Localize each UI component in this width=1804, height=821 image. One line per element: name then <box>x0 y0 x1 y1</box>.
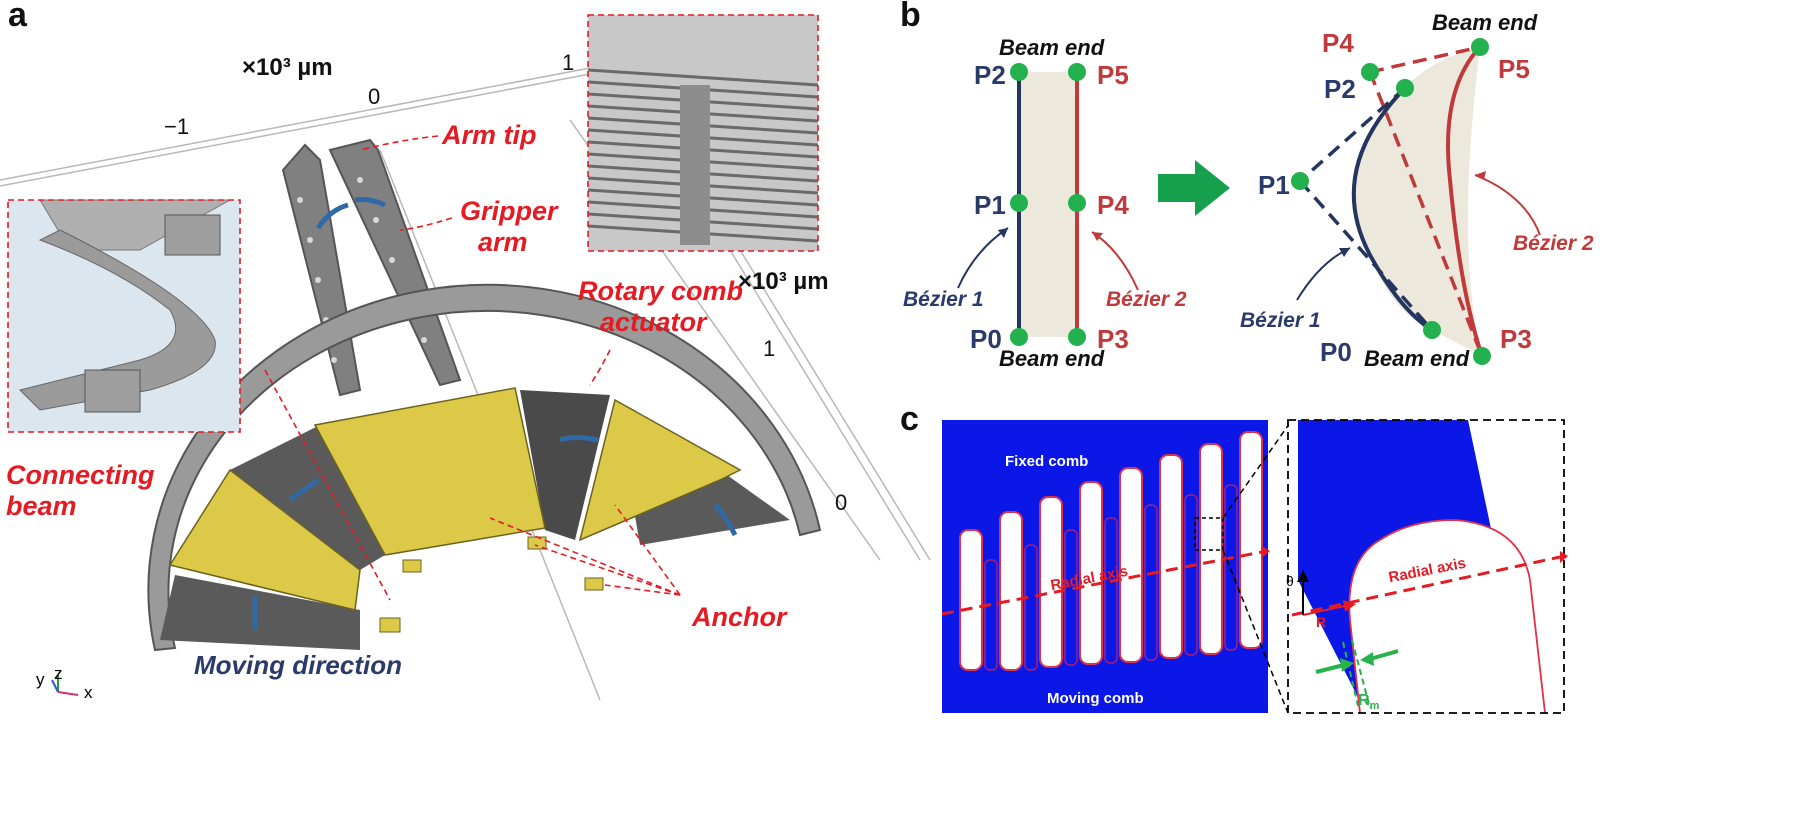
moving-arrows <box>252 197 738 630</box>
c-fixed-comb-label: Fixed comb <box>1005 453 1089 470</box>
c-rm-label: Rm <box>1358 692 1379 712</box>
b-right-p1: P1 <box>1258 170 1290 200</box>
coordinate-triad <box>51 675 79 696</box>
b-right-bezier1: Bézier 1 <box>1240 309 1321 332</box>
triad-z-label: z <box>54 664 63 683</box>
b-right-p3: P3 <box>1500 324 1532 354</box>
label-gripper: Gripper <box>460 196 558 226</box>
b-left-bezier1: Bézier 1 <box>903 288 984 311</box>
label-connecting-beam: Connecting beam <box>6 460 155 522</box>
b-left-p1: P1 <box>974 190 1006 220</box>
annotation-leaders <box>264 135 681 601</box>
label-gripper-arm: Gripper arm <box>460 196 558 258</box>
b-left-top-beam-end: Beam end <box>999 35 1105 60</box>
b-left-bezier2: Bézier 2 <box>1106 288 1187 311</box>
label-actuator: actuator <box>600 307 707 338</box>
label-arm: arm <box>478 227 528 258</box>
axis-x-tick-neg1: −1 <box>164 114 190 139</box>
b-left-p4: P4 <box>1097 190 1129 220</box>
axis-y-tick-1: 1 <box>763 336 776 361</box>
b-right-p0: P0 <box>1320 337 1352 367</box>
c-rm-sub: m <box>1369 700 1380 713</box>
label-moving-direction: Moving direction <box>194 650 402 680</box>
triad-y-label: y <box>36 670 45 689</box>
b-right-p4: P4 <box>1322 28 1354 58</box>
label-beam: beam <box>6 491 77 522</box>
inset-left <box>7 199 241 433</box>
b-right-bottom-beam-end: Beam end <box>1364 346 1470 371</box>
axis-y-tick-0: 0 <box>835 490 848 515</box>
b-left-p3: P3 <box>1097 324 1129 354</box>
axis-y-unit: ×10³ µm <box>738 268 829 295</box>
c-rm-main: R <box>1358 692 1370 709</box>
b-right-p2: P2 <box>1324 74 1356 104</box>
b-left-p0: P0 <box>970 324 1002 354</box>
inset-top-right <box>587 14 819 252</box>
label-rotary: Rotary comb <box>578 276 744 306</box>
c-moving-comb-label: Moving comb <box>1047 690 1144 707</box>
b-left-p2: P2 <box>974 60 1006 90</box>
panel-letter-b: b <box>900 0 921 34</box>
panel-letter-c: c <box>900 400 919 438</box>
b-left-bottom-beam-end: Beam end <box>999 346 1105 371</box>
panel-letter-a: a <box>8 0 27 34</box>
c-theta-label: θ <box>1286 573 1294 589</box>
c-r-label: R <box>1316 614 1327 630</box>
b-right-p5: P5 <box>1498 54 1530 84</box>
label-connecting: Connecting <box>6 460 155 490</box>
b-right-bezier2: Bézier 2 <box>1513 232 1594 255</box>
b-right-top-beam-end: Beam end <box>1432 10 1538 35</box>
label-rotary-comb-actuator: Rotary comb actuator <box>578 276 743 338</box>
comb-fingers <box>959 431 1263 671</box>
label-arm-tip: Arm tip <box>442 120 537 150</box>
triad-x-label: x <box>84 683 93 702</box>
b-left-p5: P5 <box>1097 60 1129 90</box>
label-anchor: Anchor <box>692 602 787 632</box>
axis-x-tick-0: 0 <box>368 84 381 109</box>
actuator-body <box>147 283 822 652</box>
axis-x-tick-1: 1 <box>562 50 575 75</box>
axis-x-unit: ×10³ µm <box>242 54 333 81</box>
